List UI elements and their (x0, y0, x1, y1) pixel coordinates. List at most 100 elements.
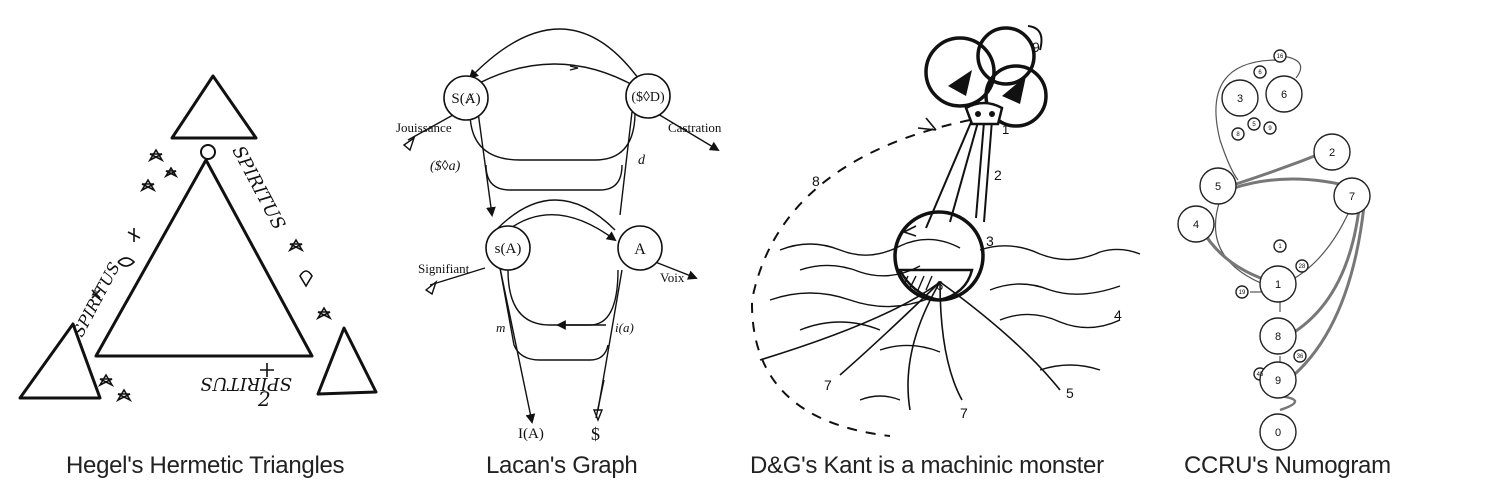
voix-label: Voix (660, 270, 685, 285)
numogram-node (1259, 413, 1297, 451)
spiritus-bottom-label: SPIRITUS (200, 373, 292, 394)
numogram-small-label: 19 (1239, 290, 1246, 296)
node-s-barred-a-label: S(Ⱥ) (451, 91, 480, 107)
numogram-node (1265, 75, 1303, 113)
node-s-of-a-label: s(A) (495, 241, 522, 257)
numogram-small-node (1253, 65, 1267, 79)
lacan-graph-drawing: S(Ⱥ) ($◊D) s(A) A Jouissance Castration … (396, 28, 722, 444)
numogram-label-0: 0 (1275, 427, 1281, 439)
numogram-node (1259, 361, 1297, 399)
head-right (984, 64, 1048, 128)
dg-num-7b: 7 (960, 405, 968, 421)
dg-num-9: 9 (1032, 39, 1040, 55)
hatched-region (897, 268, 974, 302)
numogram-small-node (1273, 49, 1287, 63)
hegel-triangles-drawing: SPIRITUS SPIRITUS SPIRITUS 2 (18, 74, 378, 411)
numogram-node (1259, 317, 1297, 355)
numogram-small-node (1293, 349, 1307, 363)
numogram-small-node (1295, 259, 1309, 273)
signifiant-label: Signifiant (418, 261, 470, 276)
dg-panel: 9 1 2 3 8 6 4 7 7 5 D&G's Kant is a mach… (740, 0, 1160, 499)
numogram-label-1: 1 (1275, 279, 1281, 291)
numogram-label-4: 4 (1193, 219, 1199, 231)
numogram-small-node (1231, 127, 1245, 141)
m-label: m (496, 320, 505, 335)
numogram-small-label: 1 (1278, 244, 1282, 250)
lacan-caption: Lacan's Graph (486, 452, 638, 479)
dg-num-7a: 7 (824, 377, 832, 393)
numogram-label-5: 5 (1215, 181, 1221, 193)
top-triangle (170, 74, 258, 140)
left-triangle (18, 322, 102, 400)
numogram-label-9: 9 (1275, 375, 1281, 387)
upper-bowl (469, 111, 636, 161)
numogram-node (1313, 133, 1351, 171)
dg-num-5: 5 (1066, 385, 1074, 401)
numogram-node (1333, 177, 1371, 215)
apex-circle (200, 144, 216, 160)
dashed-loop (750, 119, 971, 437)
hegel-number-label: 2 (257, 387, 271, 411)
beak-left-icon (948, 70, 972, 96)
dg-num-1: 1 (1002, 122, 1009, 137)
node-s-d-label: ($◊D) (631, 90, 665, 105)
spiritus-left-label: SPIRITUS (69, 259, 124, 340)
numogram-small-label: 28 (1299, 264, 1306, 270)
castration-label: Castration (668, 120, 722, 135)
s-lozenge-a-label: ($◊a) (430, 159, 461, 174)
hegel-panel: SPIRITUS SPIRITUS SPIRITUS 2 Hegel's Her… (0, 0, 390, 499)
node-s-of-a (485, 225, 531, 271)
numogram-small-label: 16 (1277, 54, 1284, 60)
hegel-caption: Hegel's Hermetic Triangles (66, 452, 345, 479)
numogram-label-8: 8 (1275, 331, 1281, 343)
node-s-lozenge-d (625, 73, 671, 119)
hermetic-symbols (91, 148, 333, 402)
numogram-node (1221, 79, 1259, 117)
kant-monster-drawing: 9 1 2 3 8 6 4 7 7 5 (750, 25, 1141, 437)
numogram-node (1259, 265, 1297, 303)
top-arc (468, 28, 639, 80)
numogram-small-label: 8 (1236, 132, 1240, 138)
dg-num-4: 4 (1114, 307, 1122, 323)
numogram-small-label: 6 (1258, 70, 1262, 76)
ccru-panel: 3 6 2 5 7 4 1 8 9 0 16 6 9 8 5 1 28 19 3… (1160, 0, 1500, 499)
barred-s-label: $ (591, 424, 600, 444)
head-left (924, 36, 996, 108)
node-big-a-label: A (634, 241, 646, 258)
skull-icon (964, 101, 1004, 126)
numogram-small-node (1273, 239, 1287, 253)
d-label: d (638, 153, 646, 168)
numogram-drawing: 3 6 2 5 7 4 1 8 9 0 16 6 9 8 5 1 28 19 3… (1177, 49, 1371, 451)
i-a-label: i(a) (615, 320, 634, 335)
beak-right-icon (1002, 76, 1026, 104)
dg-num-6: 6 (936, 278, 943, 293)
numogram-small-label: 45 (1257, 372, 1264, 378)
numogram-node (1199, 167, 1237, 205)
numogram-label-2: 2 (1329, 147, 1335, 159)
dg-num-3: 3 (986, 233, 994, 249)
numogram-label-3: 3 (1237, 93, 1243, 105)
numogram-label-6: 6 (1281, 89, 1287, 101)
numogram-small-label: 9 (1268, 126, 1272, 132)
numogram-small-node (1247, 117, 1261, 131)
lacan-panel: S(Ⱥ) ($◊D) s(A) A Jouissance Castration … (390, 0, 740, 499)
lower-arc (495, 199, 616, 231)
upper-arc (469, 63, 639, 89)
ccru-caption: CCRU's Numogram (1184, 452, 1391, 479)
numogram-small-node (1263, 121, 1277, 135)
node-s-barred-a (443, 75, 489, 121)
i-big-a-label: I(A) (518, 426, 544, 442)
dg-num-8: 8 (812, 173, 820, 189)
numogram-node (1177, 205, 1215, 243)
dg-caption: D&G's Kant is a machinic monster (750, 452, 1104, 479)
right-triangle (316, 326, 378, 396)
node-big-a (617, 225, 663, 271)
numogram-small-label: 36 (1297, 354, 1304, 360)
numogram-small-label: 5 (1252, 122, 1256, 128)
dg-num-2: 2 (994, 167, 1002, 183)
numogram-label-7: 7 (1349, 191, 1355, 203)
numogram-small-node (1235, 285, 1249, 299)
jouissance-label: Jouissance (396, 120, 452, 135)
main-triangle (94, 158, 314, 358)
head-top (976, 26, 1036, 86)
